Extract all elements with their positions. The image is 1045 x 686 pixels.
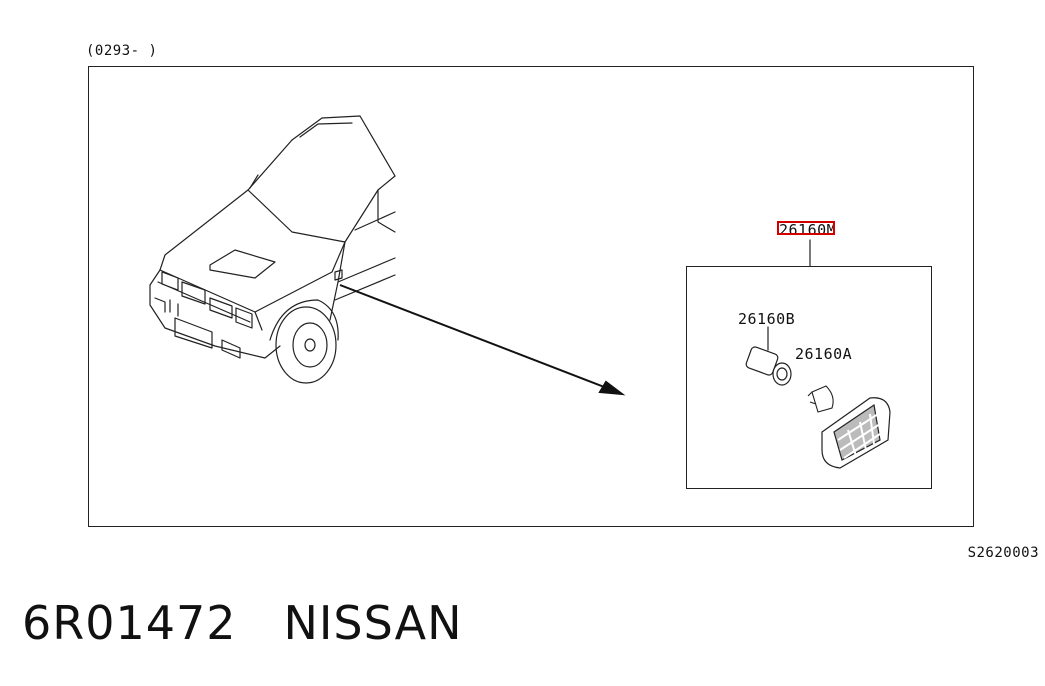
serial-range-label: (0293- ): [86, 43, 158, 59]
part-label-bulb: 26160B: [738, 310, 796, 328]
caption-part-number: 6R01472: [22, 596, 237, 650]
part-label-lens: 26160A: [795, 345, 853, 363]
parts-inset-box: [686, 266, 932, 489]
illustration-code: S2620003: [967, 545, 1039, 561]
diagram-frame: [88, 66, 974, 527]
highlight-box: [777, 221, 835, 235]
caption: 6R01472 NISSAN: [22, 596, 463, 650]
caption-brand: NISSAN: [283, 596, 463, 650]
